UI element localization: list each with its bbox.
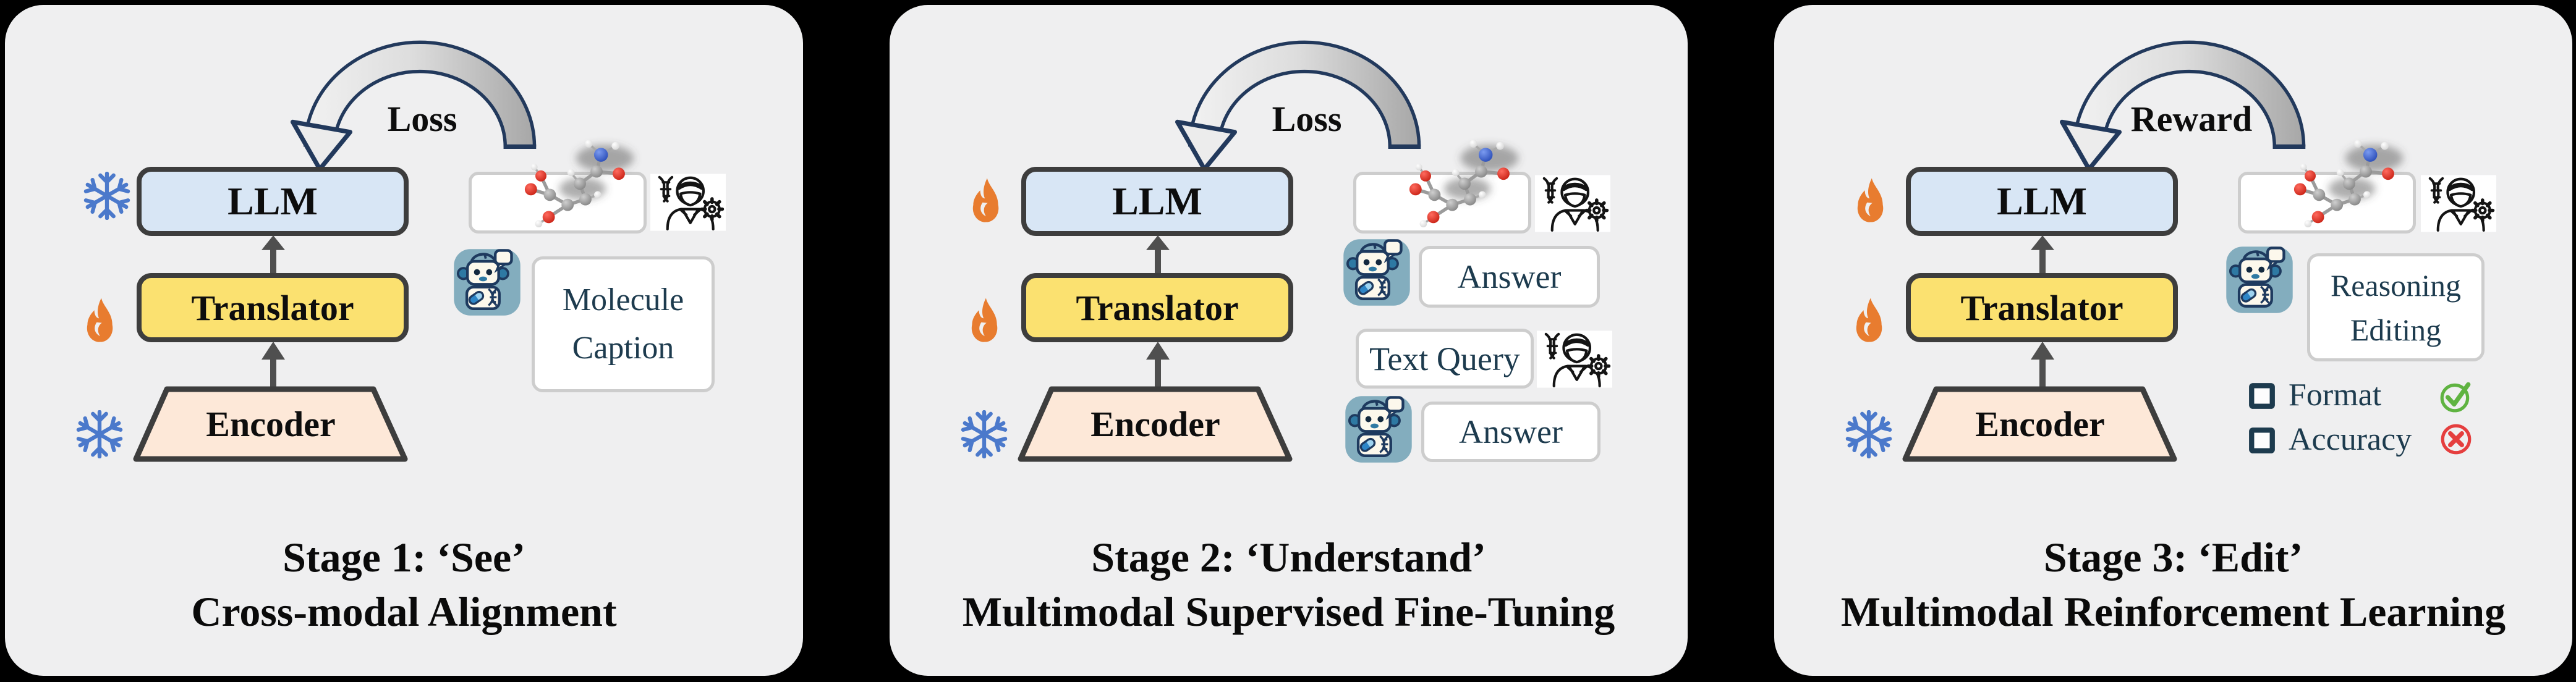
translator-label: Translator [191,287,354,328]
translator-label: Translator [1076,287,1239,328]
translator-box: Translator [1906,273,2178,342]
molecule-input-box [2238,172,2416,234]
flame-icon [967,297,1003,343]
check-circle-icon [2438,378,2474,414]
reward-label: Reward [2130,99,2253,139]
answer-bottom-label: Answer [1459,413,1563,450]
encoder-label: Encoder [206,404,336,444]
stage-caption-line1: Stage 1: ‘See’ [283,534,525,581]
molecule-image [1375,136,1542,230]
stage-caption-line1: Stage 3: ‘Edit’ [2043,534,2303,581]
scientist-icon [2421,174,2496,233]
answer-top-label: Answer [1457,258,1562,295]
translator-box: Translator [137,273,409,342]
llm-label: LLM [1997,179,2087,223]
flame-icon [82,297,118,343]
snowflake-icon [75,410,124,458]
reasoning-line2: Editing [2350,312,2442,347]
stage-caption-line1: Stage 2: ‘Understand’ [1091,534,1486,581]
stage-3-panel: Reward LLM Translator Encoder Reasoning … [1774,5,2572,676]
answer-box-top: Answer [1419,246,1600,308]
reasoning-editing-box: Reasoning Editing [2307,253,2485,361]
stage-caption-line2: Multimodal Reinforcement Learning [1840,588,2506,635]
robot-icon [453,247,521,318]
up-arrow-icon [2029,342,2056,388]
llm-box: LLM [1021,167,1293,236]
llm-box: LLM [1906,167,2178,236]
accuracy-checkbox-icon [2248,426,2276,455]
robot-icon [2225,245,2293,315]
translator-label: Translator [1960,287,2123,328]
molecule-input-box [1353,172,1531,234]
text-query-box: Text Query [1356,329,1534,389]
stage-1-panel: Loss LLM Translator Encoder Molecule Cap… [5,5,803,676]
molecule-image [491,136,658,230]
flame-icon [968,177,1004,224]
robot-icon [1343,237,1411,308]
cross-circle-icon [2438,421,2474,457]
stage-caption: Stage 3: ‘Edit’ Multimodal Reinforcement… [1774,530,2572,639]
snowflake-icon [83,172,131,220]
up-arrow-icon [2029,235,2056,273]
answer-box-bottom: Answer [1421,402,1600,462]
scientist-icon [1537,330,1612,388]
up-arrow-icon [1144,342,1171,388]
loss-label: Loss [387,99,457,139]
molecule-image [2260,136,2427,230]
scientist-icon [1535,174,1610,233]
molecule-caption-box: Molecule Caption [532,256,715,392]
flame-icon [1853,177,1889,224]
robot-icon [1345,394,1413,465]
llm-label: LLM [227,179,318,223]
molecule-caption-line1: Molecule [562,282,684,318]
snowflake-icon [960,410,1008,458]
translator-box: Translator [1021,273,1293,342]
format-label: Format [2289,377,2382,413]
flame-icon [1851,297,1887,343]
stage-caption-line2: Cross-modal Alignment [191,588,617,635]
up-arrow-icon [260,235,287,273]
molecule-caption-line2: Caption [572,330,674,366]
encoder-label: Encoder [1975,404,2105,444]
stage-caption: Stage 2: ‘Understand’ Multimodal Supervi… [890,530,1688,639]
stage-caption-line2: Multimodal Supervised Fine-Tuning [962,588,1615,635]
format-checkbox-icon [2248,382,2276,410]
llm-box: LLM [137,167,409,236]
stage-caption: Stage 1: ‘See’ Cross-modal Alignment [5,530,803,639]
molecule-input-box [469,172,647,234]
stage-2-panel: Loss LLM Translator Encoder Answer Text … [890,5,1688,676]
reasoning-line1: Reasoning [2330,267,2462,303]
up-arrow-icon [1144,235,1171,273]
scientist-icon [650,173,726,232]
snowflake-icon [1845,410,1893,458]
loss-label: Loss [1272,99,1342,139]
encoder-label: Encoder [1090,404,1220,444]
accuracy-label: Accuracy [2289,422,2412,457]
llm-label: LLM [1112,179,1202,223]
up-arrow-icon [260,342,287,388]
text-query-label: Text Query [1369,340,1520,377]
